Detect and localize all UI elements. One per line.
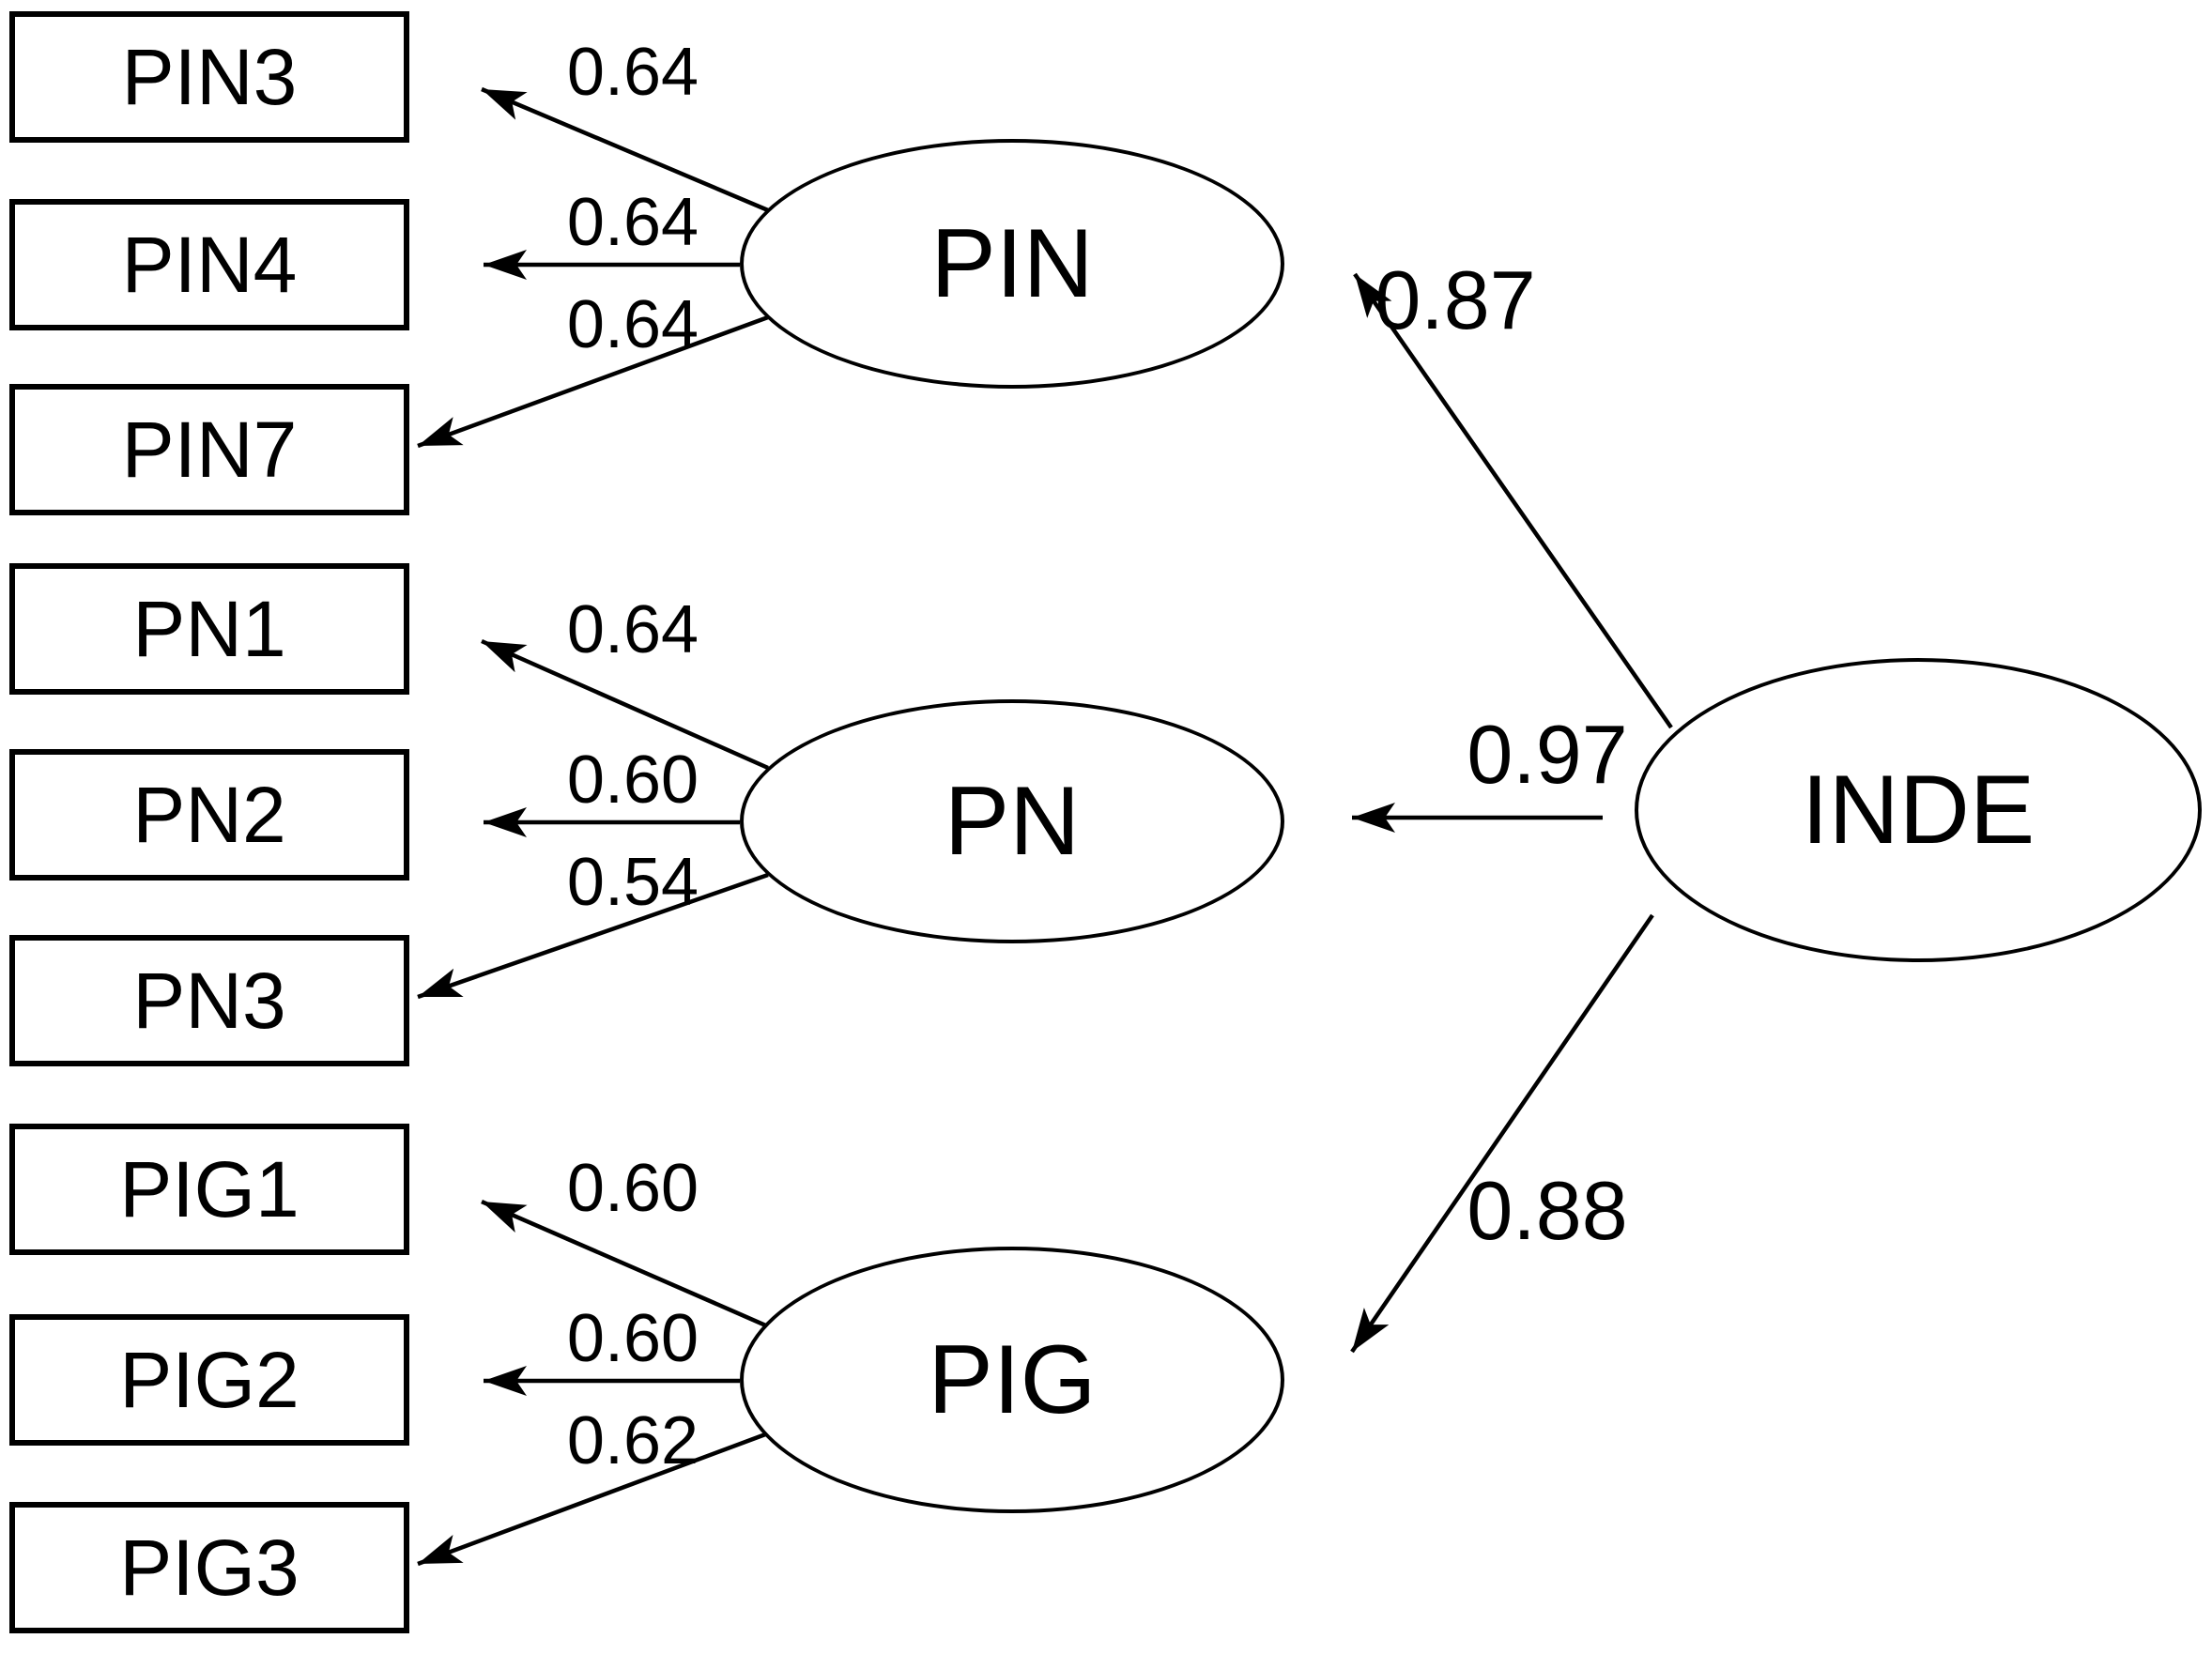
loading-label-pin7: 0.64 <box>566 287 699 362</box>
loading-label-pn1: 0.64 <box>566 592 699 667</box>
latent-ellipse-inde: INDE <box>1635 658 2202 962</box>
loading-arrow-pig3 <box>417 1431 769 1567</box>
indicator-box-pn2: PN2 <box>9 749 409 881</box>
latent-ellipse-pn: PN <box>740 699 1284 943</box>
path-arrow-inde-pig <box>1350 913 1654 1354</box>
latent-ellipse-pig: PIG <box>740 1247 1284 1513</box>
indicator-box-pn3: PN3 <box>9 935 409 1066</box>
indicator-box-pin3: PIN3 <box>9 11 409 143</box>
indicator-box-pn1: PN1 <box>9 563 409 695</box>
loading-label-pin4: 0.64 <box>566 185 699 260</box>
loading-label-pig1: 0.60 <box>566 1151 699 1226</box>
path-label-inde-pn: 0.97 <box>1467 708 1628 801</box>
indicator-box-pig3: PIG3 <box>9 1502 409 1633</box>
loading-arrow-pn3 <box>417 872 769 1000</box>
path-label-inde-pig: 0.88 <box>1467 1164 1628 1257</box>
indicator-box-pin7: PIN7 <box>9 384 409 515</box>
path-arrow-inde-pin <box>1353 272 1673 729</box>
latent-ellipse-pin: PIN <box>740 139 1284 389</box>
indicator-box-pig1: PIG1 <box>9 1124 409 1255</box>
loading-arrow-pn1 <box>481 638 769 771</box>
indicator-box-pig2: PIG2 <box>9 1314 409 1446</box>
loading-label-pn3: 0.54 <box>566 845 699 920</box>
loading-arrow-pin3 <box>481 86 769 213</box>
path-label-inde-pin: 0.87 <box>1375 253 1536 346</box>
loading-label-pn2: 0.60 <box>566 743 699 818</box>
indicator-box-pin4: PIN4 <box>9 199 409 330</box>
loading-label-pig3: 0.62 <box>566 1403 699 1478</box>
loading-label-pin3: 0.64 <box>566 35 699 110</box>
loading-arrow-pig1 <box>481 1199 769 1329</box>
loading-label-pig2: 0.60 <box>566 1301 699 1376</box>
loading-arrow-pin7 <box>417 314 769 449</box>
